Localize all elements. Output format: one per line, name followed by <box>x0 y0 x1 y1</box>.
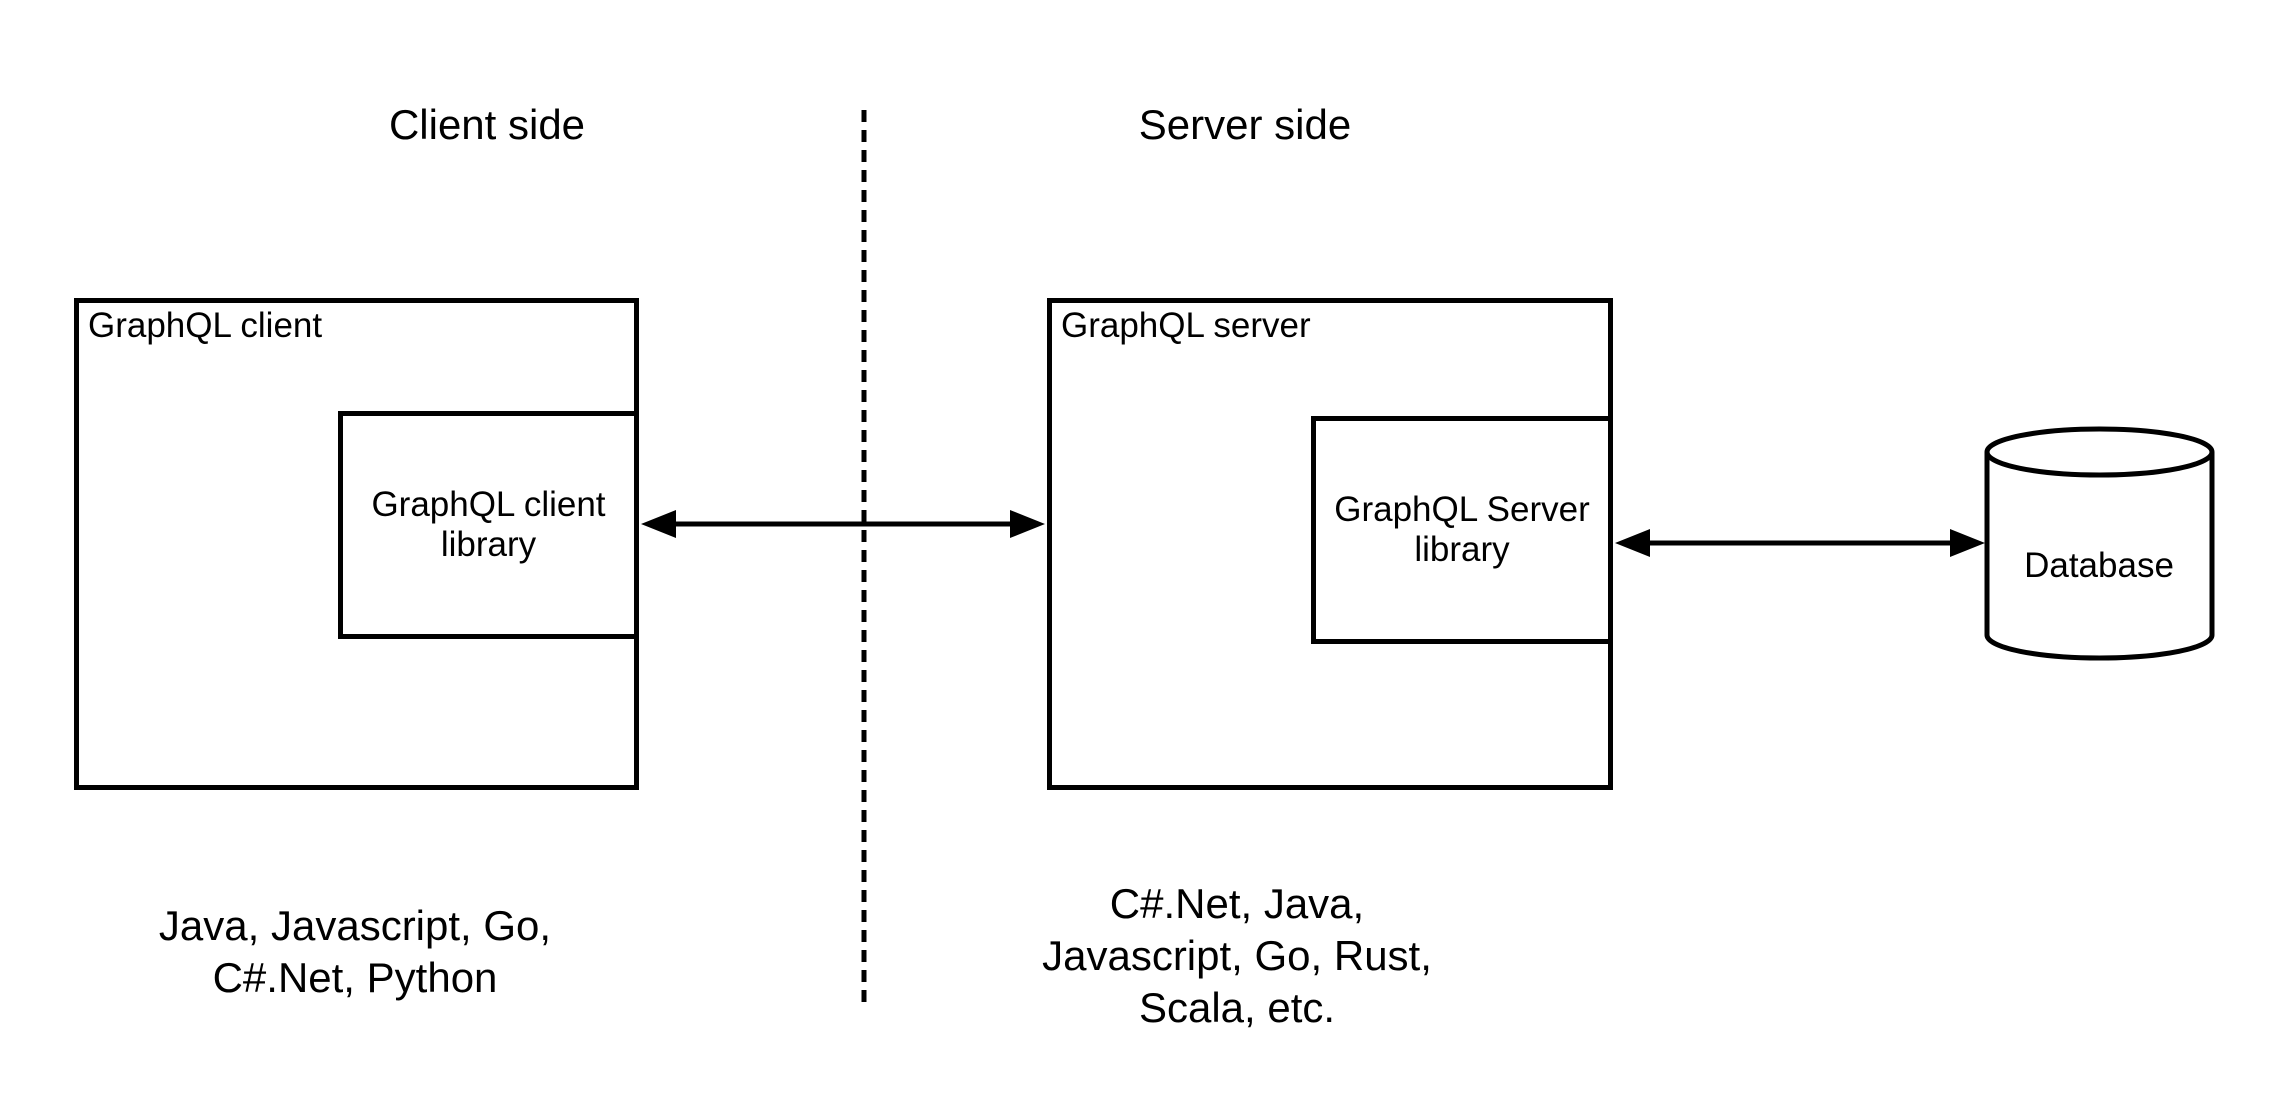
database-cylinder-icon <box>1984 426 2215 661</box>
database-label: Database <box>2024 546 2174 585</box>
server-languages-text: C#.Net, Java, Javascript, Go, Rust, Scal… <box>1042 880 1432 1031</box>
arrowhead-right-icon <box>1010 510 1045 538</box>
graphql-client-box-label: GraphQL client <box>88 306 323 345</box>
graphql-server-library-label: GraphQL Server library <box>1334 490 1590 569</box>
server-side-heading: Server side <box>1138 101 1352 148</box>
arrowhead-left-icon <box>1615 529 1650 557</box>
graphql-client-library-box: GraphQL client library <box>338 411 639 639</box>
graphql-server-library-box: GraphQL Server library <box>1311 416 1613 644</box>
client-languages-text: Java, Javascript, Go, C#.Net, Python <box>158 902 552 1001</box>
server-database-arrow <box>1615 529 1985 557</box>
arrowhead-right-icon <box>1950 529 1985 557</box>
client-server-arrow <box>641 510 1045 538</box>
arrowhead-left-icon <box>641 510 676 538</box>
graphql-server-box-label: GraphQL server <box>1061 306 1311 345</box>
client-side-heading: Client side <box>388 101 586 148</box>
graphql-client-library-label: GraphQL client library <box>371 485 606 564</box>
